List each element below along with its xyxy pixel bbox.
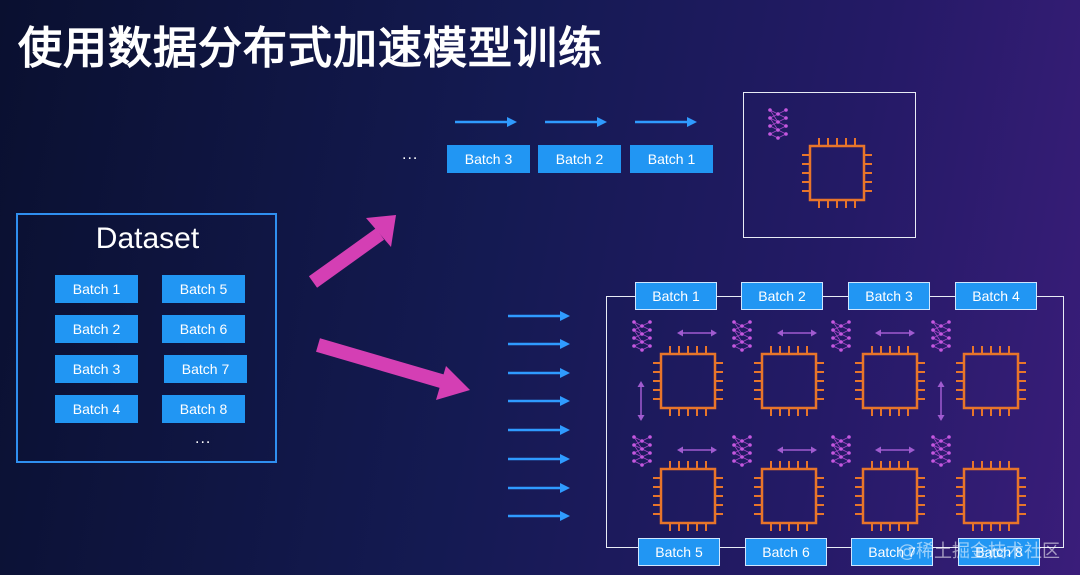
dataset-batch: Batch 2 (55, 315, 138, 343)
big-arrow-up (308, 215, 396, 288)
neural-net-icon (767, 107, 789, 141)
dataset-label: Dataset (95, 222, 200, 255)
cluster-batch-top: Batch 4 (955, 282, 1037, 310)
chip-icon (800, 136, 874, 210)
dataset-batch: Batch 6 (162, 315, 245, 343)
dataset-batch: Batch 4 (55, 395, 138, 423)
cluster-batch-top: Batch 3 (848, 282, 930, 310)
watermark: @稀土掘金技术社区 (898, 541, 1060, 562)
queue-batch: Batch 1 (630, 145, 713, 173)
cluster-batch-bottom: Batch 5 (638, 538, 720, 566)
queue-flow-arrows (453, 115, 699, 129)
page-title: 使用数据分布式加速模型训练 (18, 23, 603, 74)
cluster-batch-top: Batch 1 (635, 282, 717, 310)
queue-batch: Batch 3 (447, 145, 530, 173)
cluster-batch-bottom: Batch 8 (958, 538, 1040, 566)
dataset-batch: Batch 1 (55, 275, 138, 303)
cluster-frame (606, 296, 1064, 548)
queue-batch: Batch 2 (538, 145, 621, 173)
dataset-batch: Batch 5 (162, 275, 245, 303)
cluster-input-arrows (506, 309, 572, 523)
dataset-batch: Batch 8 (162, 395, 245, 423)
cluster-batch-top: Batch 2 (741, 282, 823, 310)
cluster-batch-bottom: Batch 6 (745, 538, 827, 566)
dataset-batch: Batch 3 (55, 355, 138, 383)
dataset-batch: Batch 7 (164, 355, 247, 383)
queue-ellipsis: ... (402, 146, 419, 163)
cluster-neural-nets (631, 319, 952, 468)
dataset-box (16, 213, 277, 463)
big-arrow-down (316, 338, 470, 400)
cluster-batch-bottom: Batch 7 (851, 538, 933, 566)
dataset-ellipsis: ... (195, 430, 212, 447)
cluster-chips (651, 344, 1028, 533)
single-node-frame (743, 92, 916, 238)
